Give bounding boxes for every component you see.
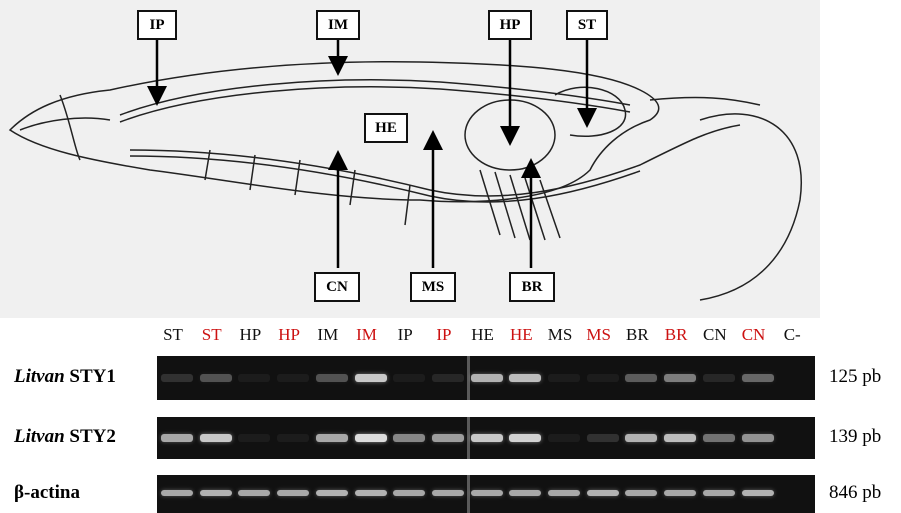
gene-label: Litvan STY2 [14,426,116,448]
label-cn: CN [314,272,360,302]
gel-band [316,374,348,382]
gel-band [703,490,735,496]
gel-band [742,374,774,382]
gel-band [277,374,309,382]
gel-band [393,434,425,442]
gel-band [742,490,774,496]
band-size-label: 846 pb [829,482,881,504]
gel-band [393,490,425,496]
label-st: ST [566,10,608,40]
gel-band [548,490,580,496]
gene-label: β-actina [14,482,80,504]
lane-label: BR [617,325,657,345]
lane-label: IM [308,325,348,345]
lane-label: C- [772,325,812,345]
lane-label: HE [463,325,503,345]
shrimp-anatomy-diagram: IP IM HP ST HE CN MS BR [0,0,820,318]
gel-band [587,434,619,442]
gel-band [238,374,270,382]
gene-species: Litvan [14,426,65,447]
gel-band [355,374,387,382]
gel-band [355,490,387,496]
gel-band [161,434,193,442]
label-ip: IP [137,10,177,40]
label-he: HE [364,113,408,143]
gel-band [432,490,464,496]
gel-band [625,374,657,382]
gel-band [625,490,657,496]
gel-band [161,374,193,382]
gel-band [548,374,580,382]
lane-label: ST [153,325,193,345]
band-size-label: 125 pb [829,366,881,388]
lane-label: BR [656,325,696,345]
lane-label: CN [734,325,774,345]
label-im: IM [316,10,360,40]
gel-band [161,490,193,496]
gel-band [432,434,464,442]
gel-band [664,434,696,442]
gel-band [316,490,348,496]
gel-band [664,490,696,496]
lane-label: CN [695,325,735,345]
gel-band [200,434,232,442]
lane-label: HP [230,325,270,345]
gel-band [703,434,735,442]
gel-separator [467,417,470,459]
gel-band [200,374,232,382]
gel-band [587,374,619,382]
gel-separator [467,475,470,513]
gel-band [742,434,774,442]
label-hp: HP [488,10,532,40]
lane-label: ST [192,325,232,345]
gel-band [277,434,309,442]
gel-band [471,434,503,442]
gene-name: β-actina [14,482,80,503]
gene-species: Litvan [14,366,65,387]
lane-label: HP [269,325,309,345]
gel-band [509,490,541,496]
gel-band [703,374,735,382]
shrimp-drawing [0,0,820,318]
label-ms: MS [410,272,456,302]
gene-name: STY1 [65,366,116,387]
gel-band [393,374,425,382]
gel-image [157,356,815,400]
gel-image [157,475,815,513]
gel-image [157,417,815,459]
gene-label: Litvan STY1 [14,366,116,388]
gel-band [238,490,270,496]
band-size-label: 139 pb [829,426,881,448]
gel-band [471,374,503,382]
lane-label: MS [579,325,619,345]
gel-band [548,434,580,442]
lane-label: IP [385,325,425,345]
gene-name: STY2 [65,426,116,447]
gel-band [471,490,503,496]
gel-separator [467,356,470,400]
gel-band [587,490,619,496]
gel-band [432,374,464,382]
gel-band [200,490,232,496]
lane-label: IM [347,325,387,345]
label-br: BR [509,272,555,302]
lane-label: IP [424,325,464,345]
lane-label: MS [540,325,580,345]
gel-band [625,434,657,442]
gel-band [238,434,270,442]
gel-band [277,490,309,496]
gel-band [355,434,387,442]
gel-band [509,374,541,382]
lane-label: HE [501,325,541,345]
gel-band [316,434,348,442]
gel-band [509,434,541,442]
gel-band [664,374,696,382]
